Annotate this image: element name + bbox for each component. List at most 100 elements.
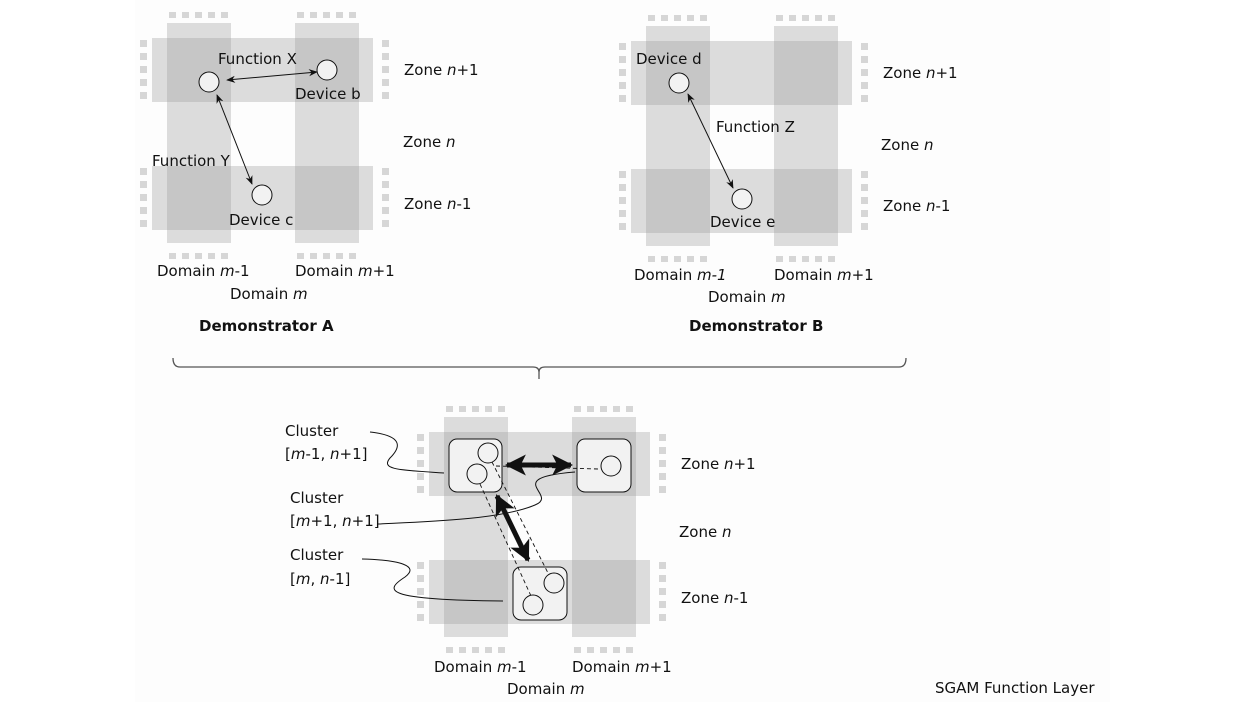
zone-boundary-dash [417,434,424,441]
domain-boundary-dash [815,15,822,21]
device-d-node [668,72,690,94]
function-x-label: Function X [218,50,297,68]
zone-boundary-dash [140,207,147,214]
device-b-node [316,59,338,81]
zone-n-minus-1-label: Zone n-1 [681,589,748,607]
zone-boundary-dash [382,181,389,188]
device-node [466,463,488,485]
domain-boundary-dash [297,253,304,259]
domain-boundary-dash [789,15,796,21]
domain-m-plus-1-label: Domain m+1 [774,266,874,284]
domain-boundary-dash [310,12,317,18]
cluster-1-leader [369,431,445,474]
demonstrator-b-title: Demonstrator B [689,317,823,335]
zone-boundary-dash [861,95,868,102]
domain-boundary-dash [802,256,809,262]
domain-boundary-dash [613,406,620,412]
zone-boundary-dash [382,168,389,175]
domain-m-minus-1-label: Domain m-1 [434,658,527,676]
domain-boundary-dash [336,12,343,18]
zone-boundary-dash [659,460,666,467]
domain-boundary-dash [776,15,783,21]
domain-boundary-dash [498,406,505,412]
domain-boundary-dash [674,256,681,262]
domain-boundary-dash [574,647,581,653]
domain-boundary-dash [349,12,356,18]
zone-boundary-dash [619,95,626,102]
zone-boundary-dash [619,82,626,89]
zone-boundary-dash [659,575,666,582]
domain-boundary-dash [687,15,694,21]
domain-m-label: Domain m [507,680,585,698]
domain-boundary-dash [208,12,215,18]
domain-boundary-dash [221,12,228,18]
device-b-label: Device b [295,85,361,103]
diagram-background [135,0,1110,702]
zone-boundary-dash [417,447,424,454]
domain-m-label: Domain m [230,285,308,303]
zone-boundary-dash [619,43,626,50]
zone-boundary-dash [861,184,868,191]
cluster-2-title: Cluster [290,489,344,507]
sgam-grid-b [619,15,868,262]
zone-boundary-dash [417,575,424,582]
zone-boundary-dash [861,197,868,204]
zone-boundary-dash [659,434,666,441]
zone-boundary-dash [619,69,626,76]
domain-boundary-dash [498,647,505,653]
device-node [600,455,622,477]
cluster-1-title: Cluster [285,422,339,440]
domain-boundary-dash [485,647,492,653]
zone-boundary-dash [861,43,868,50]
demonstrator-a: Function X Device b Function Y Device c … [140,12,479,335]
device-c-node [251,184,273,206]
zone-boundary-dash [140,92,147,99]
domain-m-label: Domain m [708,288,786,306]
zone-boundary-dash [861,56,868,63]
domain-boundary-dash [195,253,202,259]
zone-boundary-dash [382,220,389,227]
zone-n-plus-1-label: Zone n+1 [681,455,756,473]
domain-boundary-dash [648,256,655,262]
zone-boundary-dash [417,473,424,480]
demonstrator-b: Device d Function Z Device e Zone n+1 Zo… [619,15,958,335]
domain-boundary-dash [208,253,215,259]
function-y-label: Function Y [152,152,231,170]
sgam-grid-a [140,12,389,259]
domain-boundary-dash [828,256,835,262]
zone-boundary-dash [861,171,868,178]
zone-boundary-dash [619,197,626,204]
domain-boundary-dash [349,253,356,259]
domain-boundary-dash [815,256,822,262]
domain-m-minus-1-label: Domain m-1 [157,262,250,280]
zone-boundary-dash [619,184,626,191]
zone-boundary-dash [659,486,666,493]
zone-boundary-dash [140,79,147,86]
zone-boundary-dash [861,210,868,217]
domain-boundary-dash [587,647,594,653]
domain-boundary-dash [459,647,466,653]
function-z-label: Function Z [716,118,795,136]
zone-boundary-dash [417,588,424,595]
domain-boundary-dash [446,647,453,653]
cluster-2-coords: [m+1, n+1] [290,512,380,530]
cluster-1-coords: [m-1, n+1] [285,445,367,463]
domain-boundary-dash [789,256,796,262]
zone-n-plus-1-label: Zone n+1 [404,61,479,79]
domain-boundary-dash [446,406,453,412]
domain-boundary-dash [661,15,668,21]
function-z-arrow [687,93,734,189]
zone-boundary-dash [140,40,147,47]
domain-boundary-dash [485,406,492,412]
domain-boundary-dash [182,12,189,18]
device-node [477,442,499,464]
zone-boundary-dash [659,601,666,608]
domain-boundary-dash [195,12,202,18]
zone-boundary-dash [619,223,626,230]
zone-boundary-dash [140,220,147,227]
domain-boundary-dash [600,406,607,412]
zone-boundary-dash [382,194,389,201]
device-e-node [731,188,753,210]
domain-column [774,26,838,246]
